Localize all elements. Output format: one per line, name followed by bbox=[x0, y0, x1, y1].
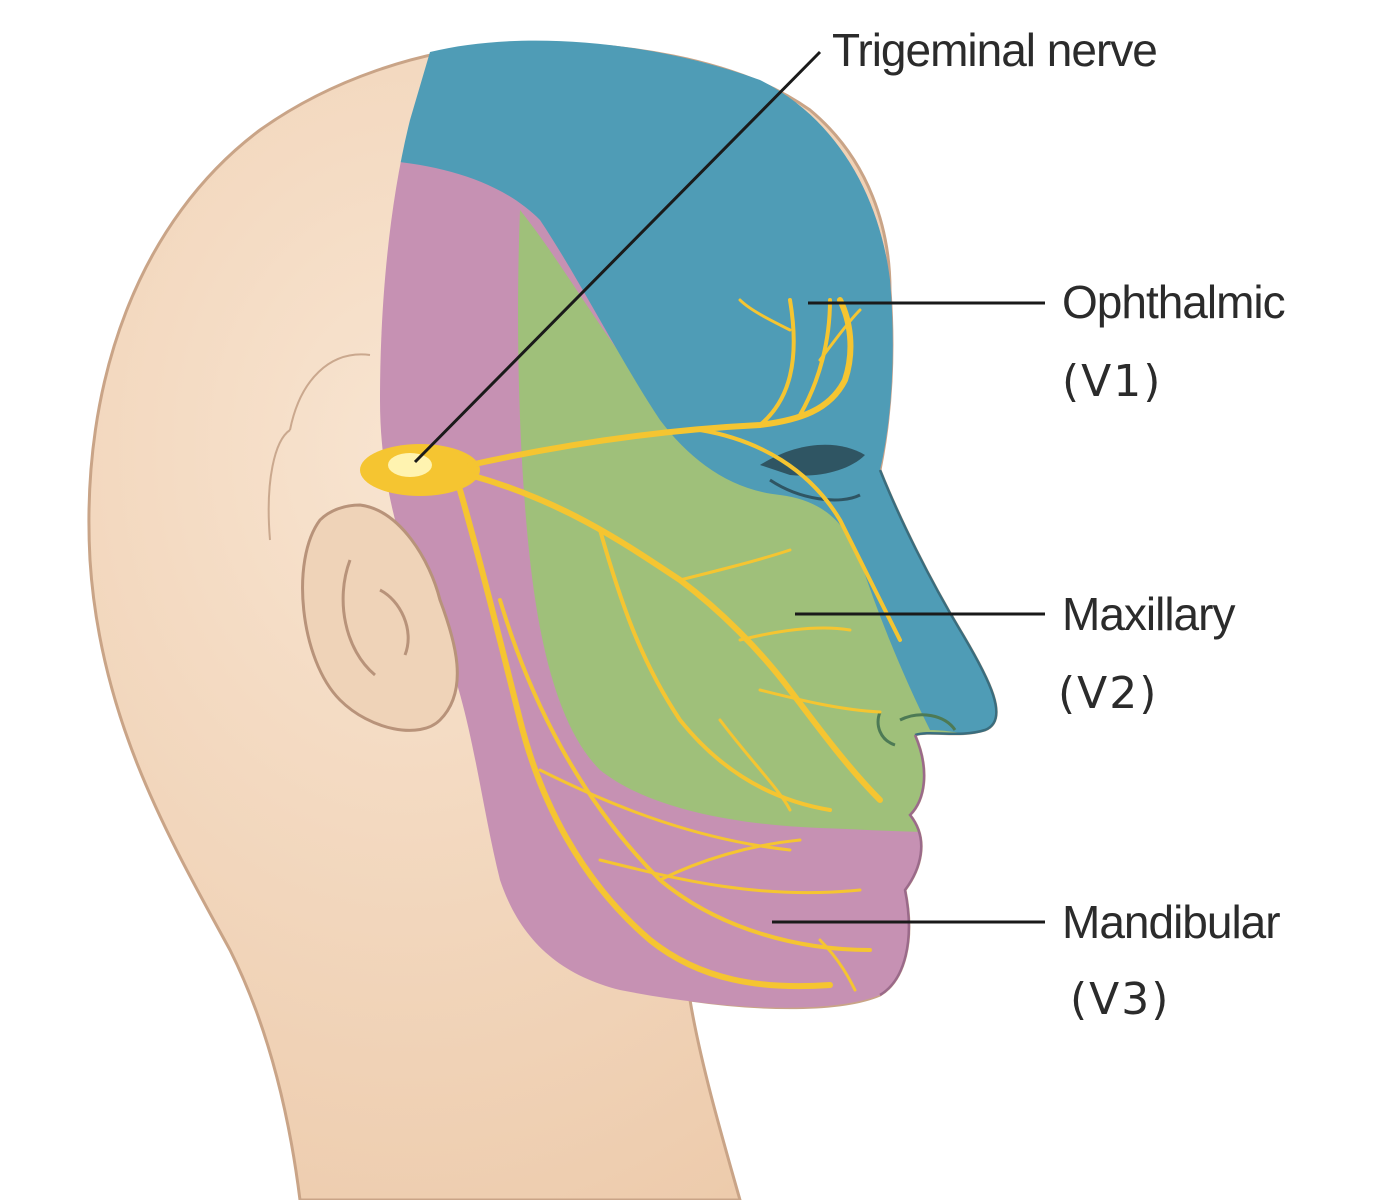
scalp-contour bbox=[267, 353, 371, 541]
trigeminal-leader-line bbox=[413, 50, 822, 464]
nose-mouth-details bbox=[876, 711, 957, 747]
ophthalmic-code-label: (V1) bbox=[1062, 356, 1162, 407]
eye bbox=[760, 444, 865, 502]
maxillary-label: Maxillary bbox=[1062, 588, 1235, 640]
ophthalmic-label: Ophthalmic bbox=[1062, 276, 1285, 328]
ophthalmic-region bbox=[380, 40, 997, 740]
mandibular-code-label: (V3) bbox=[1070, 974, 1170, 1025]
trigeminal-label: Trigeminal nerve bbox=[832, 24, 1157, 76]
trigeminal-nerve-branches bbox=[360, 297, 902, 992]
dermatome-regions bbox=[380, 40, 997, 1008]
ear bbox=[301, 503, 459, 732]
maxillary-region bbox=[518, 210, 997, 833]
face-profile-outline bbox=[878, 469, 998, 997]
mandibular-label: Mandibular bbox=[1062, 896, 1280, 948]
labels: Trigeminal nerve Ophthalmic (V1) Maxilla… bbox=[832, 24, 1286, 1025]
maxillary-code-label: (V2) bbox=[1058, 668, 1158, 719]
leader-lines bbox=[413, 50, 1045, 924]
